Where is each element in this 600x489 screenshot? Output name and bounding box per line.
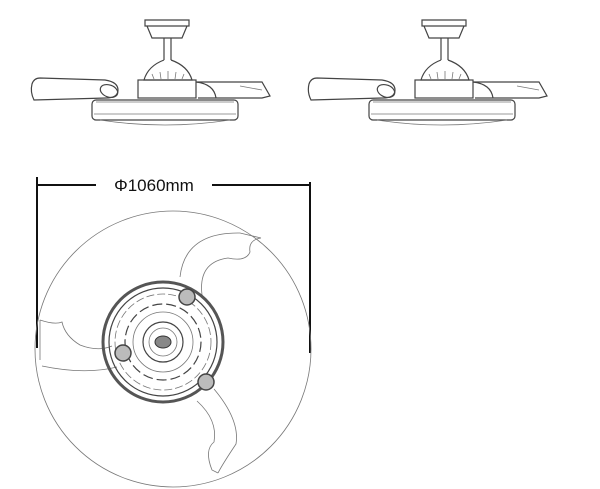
blade-bottom xyxy=(196,388,237,474)
dimension-label: Φ1060mm xyxy=(114,176,194,195)
bolt xyxy=(197,373,215,391)
blade-top xyxy=(179,232,262,296)
bolt xyxy=(178,288,196,306)
blade-left xyxy=(39,319,118,372)
top-view xyxy=(34,210,312,488)
side-view-left xyxy=(30,19,271,126)
bolt xyxy=(114,344,132,362)
side-view-right xyxy=(307,19,548,126)
diameter-dimension: Φ1060mm xyxy=(36,176,311,353)
